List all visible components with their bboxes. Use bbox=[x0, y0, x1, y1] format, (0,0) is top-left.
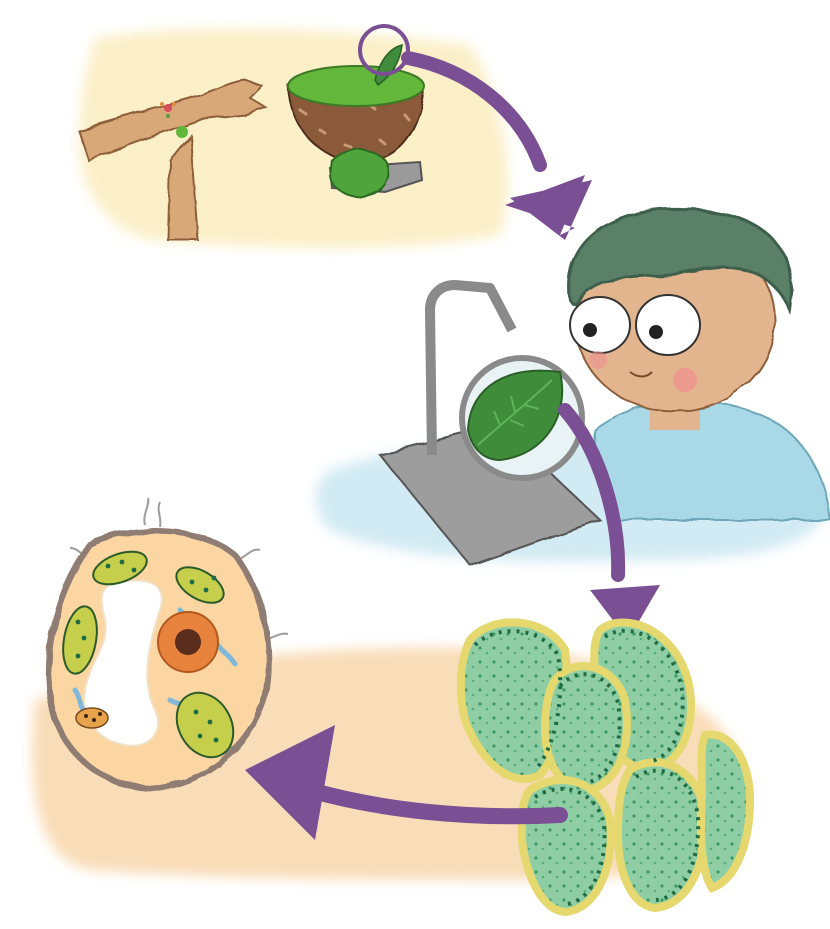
paste-lump bbox=[330, 150, 390, 197]
boy-cheek bbox=[673, 368, 697, 392]
leaf-paste-surface bbox=[288, 66, 424, 106]
boy-cheek-left bbox=[589, 351, 607, 369]
flow-arrow-1-head bbox=[505, 175, 592, 240]
mitochondrion bbox=[76, 708, 108, 728]
cell-c bbox=[545, 666, 627, 790]
cell-f bbox=[701, 734, 750, 888]
cell-e bbox=[618, 762, 705, 908]
cell-nucleolus bbox=[175, 629, 201, 655]
paste-dab bbox=[176, 126, 188, 138]
boy-shirt bbox=[594, 401, 830, 520]
cell-d bbox=[522, 780, 611, 912]
